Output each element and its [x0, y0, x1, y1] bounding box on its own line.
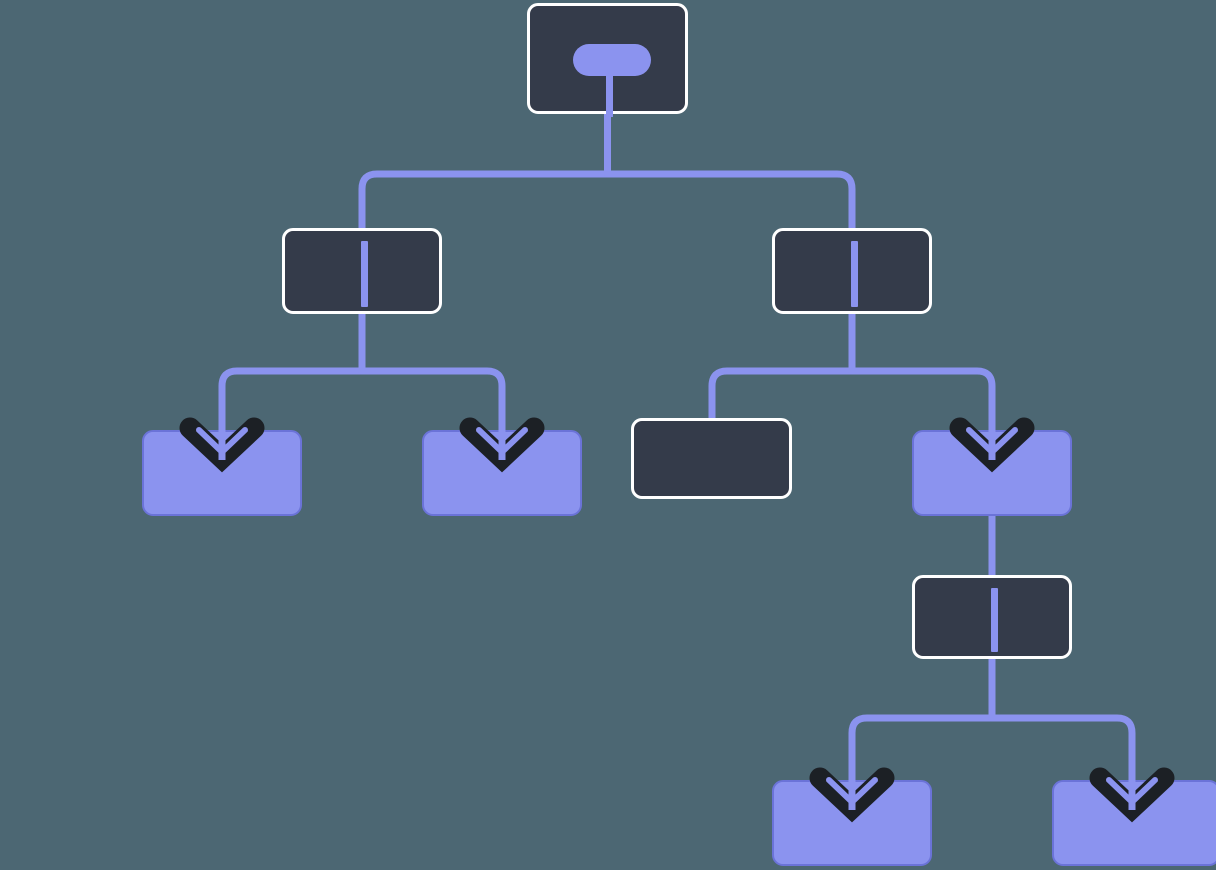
level4-node-a[interactable]: [912, 575, 1072, 659]
edge-level4-to-level5-b[interactable]: [988, 659, 1136, 782]
level3-node-a[interactable]: [142, 430, 302, 516]
level2-right-node[interactable]: [772, 228, 932, 314]
level3-node-d-label: [914, 432, 1070, 514]
level3-node-d[interactable]: [912, 430, 1072, 516]
level2-right-through-line: [851, 241, 858, 307]
root-stem-icon: [606, 68, 613, 117]
level3-node-b[interactable]: [422, 430, 582, 516]
level2-left-node[interactable]: [282, 228, 442, 314]
level5-node-b-label: [1054, 782, 1216, 864]
edge-level2-left-to-b[interactable]: [358, 314, 506, 432]
edge-level2-right-to-c[interactable]: [708, 314, 856, 419]
edge-root-to-level2-left[interactable]: [358, 113, 611, 314]
level4-through-line: [991, 588, 998, 652]
edge-level4-to-level5-a[interactable]: [848, 659, 996, 782]
level5-node-a-label: [774, 782, 930, 864]
level3-node-b-label: [424, 432, 580, 514]
edge-root-to-level2-right[interactable]: [604, 113, 856, 314]
edge-level2-right-to-d[interactable]: [848, 314, 996, 432]
level3-node-c[interactable]: [631, 418, 792, 499]
level2-left-through-line: [361, 241, 368, 307]
level5-node-a[interactable]: [772, 780, 932, 866]
edge-level2-left-to-a[interactable]: [218, 314, 366, 432]
level3-node-c-label: [634, 421, 789, 496]
level5-node-b[interactable]: [1052, 780, 1216, 866]
root-node[interactable]: [527, 3, 688, 117]
level3-node-a-label: [144, 432, 300, 514]
